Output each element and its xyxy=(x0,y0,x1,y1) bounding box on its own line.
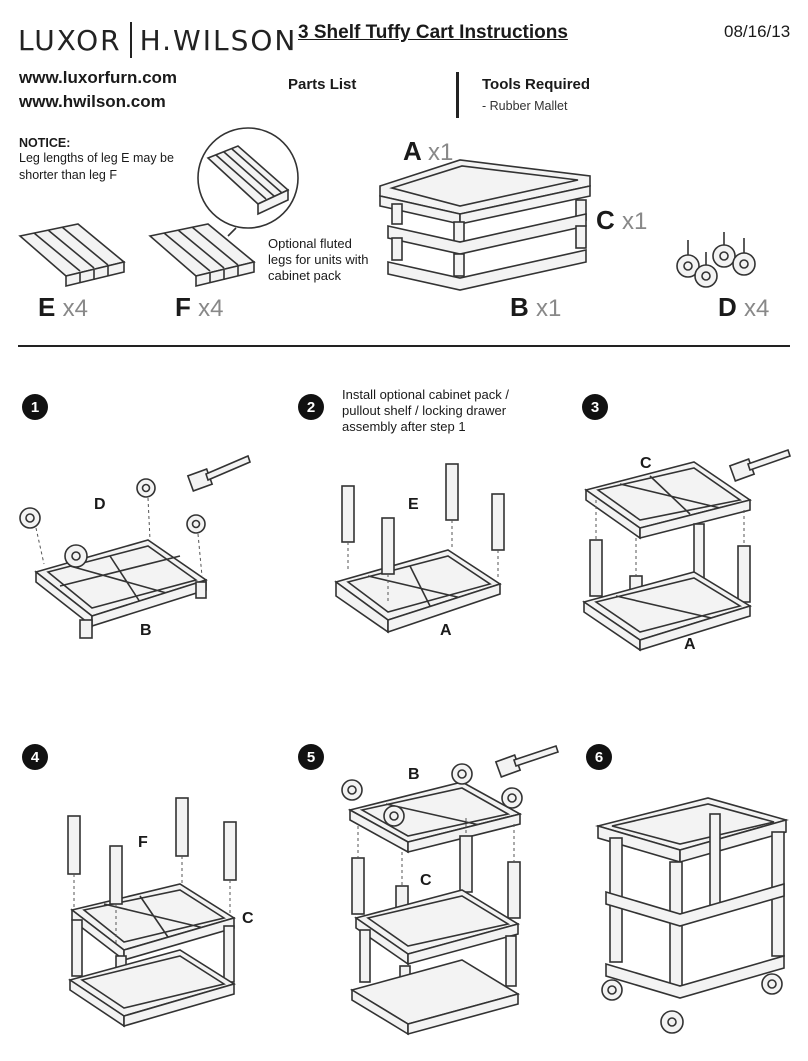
step3-label-a: A xyxy=(684,636,696,653)
step-badge-1: 1 xyxy=(22,394,48,420)
brand-logo: LUXOR H.WILSON xyxy=(18,22,297,58)
step4-label-f: F xyxy=(138,834,148,851)
step4-illustration xyxy=(67,797,237,1028)
part-label-b: B x1 xyxy=(510,292,562,322)
parts-illustration xyxy=(18,127,756,291)
step5-illustration xyxy=(341,744,560,1036)
legs-e-icon xyxy=(18,223,126,288)
brand-hwilson: H.WILSON xyxy=(139,23,298,57)
part-label-e: E x4 xyxy=(38,292,88,322)
step-badge-2: 2 xyxy=(298,394,324,420)
url-hwilson[interactable]: www.hwilson.com xyxy=(19,92,166,111)
step6-illustration xyxy=(594,797,789,1034)
legs-f-icon xyxy=(148,223,256,288)
step5-label-c: C xyxy=(420,872,432,889)
step-badge-5: 5 xyxy=(298,744,324,770)
step1-illustration xyxy=(19,454,251,639)
step4-label-c: C xyxy=(242,910,254,927)
part-label-f: F x4 xyxy=(175,292,224,322)
page-title: 3 Shelf Tuffy Cart Instructions xyxy=(298,22,568,43)
step5-label-b: B xyxy=(408,766,420,783)
section-divider xyxy=(18,345,790,347)
brand-luxor: LUXOR xyxy=(18,23,122,57)
shelves-abc-icon xyxy=(379,159,591,291)
part-label-c: C x1 xyxy=(596,205,648,235)
casters-d-icon xyxy=(676,232,756,288)
part-label-d: D x4 xyxy=(718,292,770,322)
step2-label-a: A xyxy=(440,622,452,639)
step3-label-c: C xyxy=(640,455,652,472)
step2-note: Install optional cabinet pack / pullout … xyxy=(342,387,509,434)
part-label-a: A x1 xyxy=(403,136,454,166)
tools-heading: Tools Required xyxy=(482,76,591,93)
step-badge-6: 6 xyxy=(586,744,612,770)
optional-legs-note: Optional fluted legs for units with cabi… xyxy=(268,236,369,283)
brand-divider xyxy=(129,22,132,58)
fluted-leg-detail-icon xyxy=(197,127,299,237)
tool-item-mallet: - Rubber Mallet xyxy=(482,99,568,113)
step2-illustration xyxy=(334,463,505,634)
header-divider xyxy=(456,72,459,118)
step2-label-e: E xyxy=(408,496,419,513)
step3-illustration xyxy=(582,448,792,652)
notice-heading: NOTICE: xyxy=(19,136,71,150)
parts-list-heading: Parts List xyxy=(288,76,357,93)
step-badge-3: 3 xyxy=(582,394,608,420)
step-badge-4: 4 xyxy=(22,744,48,770)
document-date: 08/16/13 xyxy=(724,22,791,41)
notice-body: Leg lengths of leg E may be shorter than… xyxy=(19,151,174,182)
step1-label-b: B xyxy=(140,622,152,639)
step1-label-d: D xyxy=(94,496,106,513)
url-luxor[interactable]: www.luxorfurn.com xyxy=(19,68,178,87)
